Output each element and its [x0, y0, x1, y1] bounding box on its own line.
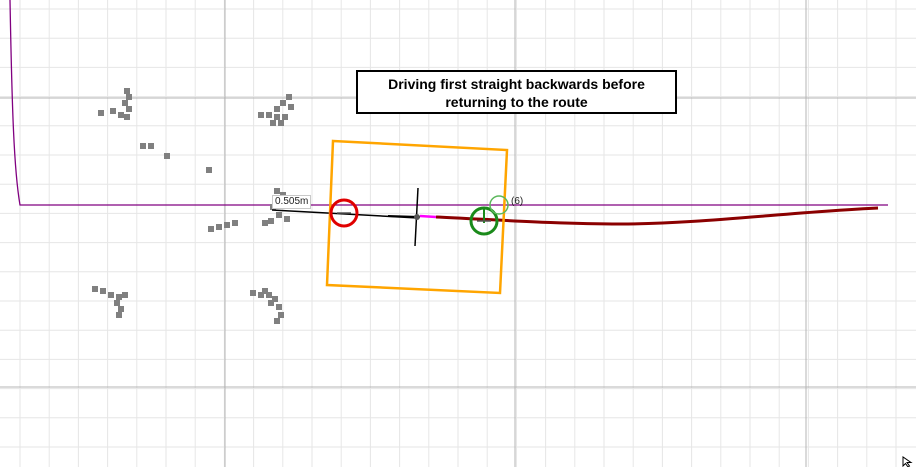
obstacle-point — [284, 216, 290, 222]
obstacle-point — [276, 212, 282, 218]
obstacle-point — [224, 222, 230, 228]
obstacle-point — [126, 106, 132, 112]
reverse-segment — [419, 214, 437, 219]
annotation-line-1: Driving first straight backwards before — [388, 76, 645, 92]
obstacle-point — [140, 143, 146, 149]
obstacle-point — [280, 100, 286, 106]
obstacle-point — [286, 94, 292, 100]
obstacle-point — [266, 292, 272, 298]
obstacle-point — [262, 288, 268, 294]
obstacle-point — [126, 94, 132, 100]
obstacle-point — [250, 290, 256, 296]
obstacle-point — [110, 108, 116, 114]
obstacle-point — [278, 120, 284, 126]
obstacle-point — [282, 114, 288, 120]
obstacle-point — [274, 106, 280, 112]
obstacle-point — [116, 294, 122, 300]
obstacle-point — [274, 188, 280, 194]
obstacle-point — [118, 306, 124, 312]
obstacle-point — [206, 167, 212, 173]
obstacle-point — [274, 114, 280, 120]
mouse-pointer-icon — [902, 456, 913, 467]
vehicle-center-icon — [387, 187, 421, 247]
obstacle-point — [216, 224, 222, 230]
obstacle-point — [270, 120, 276, 126]
obstacle-point — [98, 110, 104, 116]
obstacle-point — [268, 218, 274, 224]
obstacle-point — [208, 226, 214, 232]
obstacle-point — [288, 104, 294, 110]
obstacle-point — [164, 153, 170, 159]
obstacle-point — [108, 292, 114, 298]
obstacle-point — [116, 312, 122, 318]
obstacle-point — [258, 112, 264, 118]
start-marker-icon — [329, 198, 359, 228]
vehicle-footprint — [325, 139, 509, 295]
obstacle-point — [148, 143, 154, 149]
obstacle-point — [100, 288, 106, 294]
planned-path — [435, 206, 879, 226]
distance-label: 0.505m — [272, 195, 312, 209]
waypoint-marker-icon[interactable] — [489, 195, 509, 215]
obstacle-point — [276, 304, 282, 310]
obstacle-point — [114, 300, 120, 306]
obstacle-point — [272, 296, 278, 302]
obstacle-point — [122, 100, 128, 106]
obstacle-point — [124, 88, 130, 94]
obstacle-point — [258, 292, 264, 298]
obstacle-point — [122, 292, 128, 298]
obstacle-point — [266, 112, 272, 118]
obstacle-point — [92, 286, 98, 292]
obstacle-point — [118, 112, 124, 118]
obstacle-point — [268, 300, 274, 306]
route-line — [9, 0, 888, 206]
goal-marker-icon — [469, 206, 499, 236]
annotation-line-2: returning to the route — [445, 94, 588, 110]
obstacle-point — [262, 220, 268, 226]
obstacle-point — [124, 114, 130, 120]
annotation-box: Driving first straight backwards before … — [356, 70, 677, 114]
obstacle-point — [232, 220, 238, 226]
obstacle-points — [92, 88, 294, 324]
obstacle-point — [278, 312, 284, 318]
waypoint-label: (6) — [511, 196, 524, 207]
obstacle-point — [274, 318, 280, 324]
